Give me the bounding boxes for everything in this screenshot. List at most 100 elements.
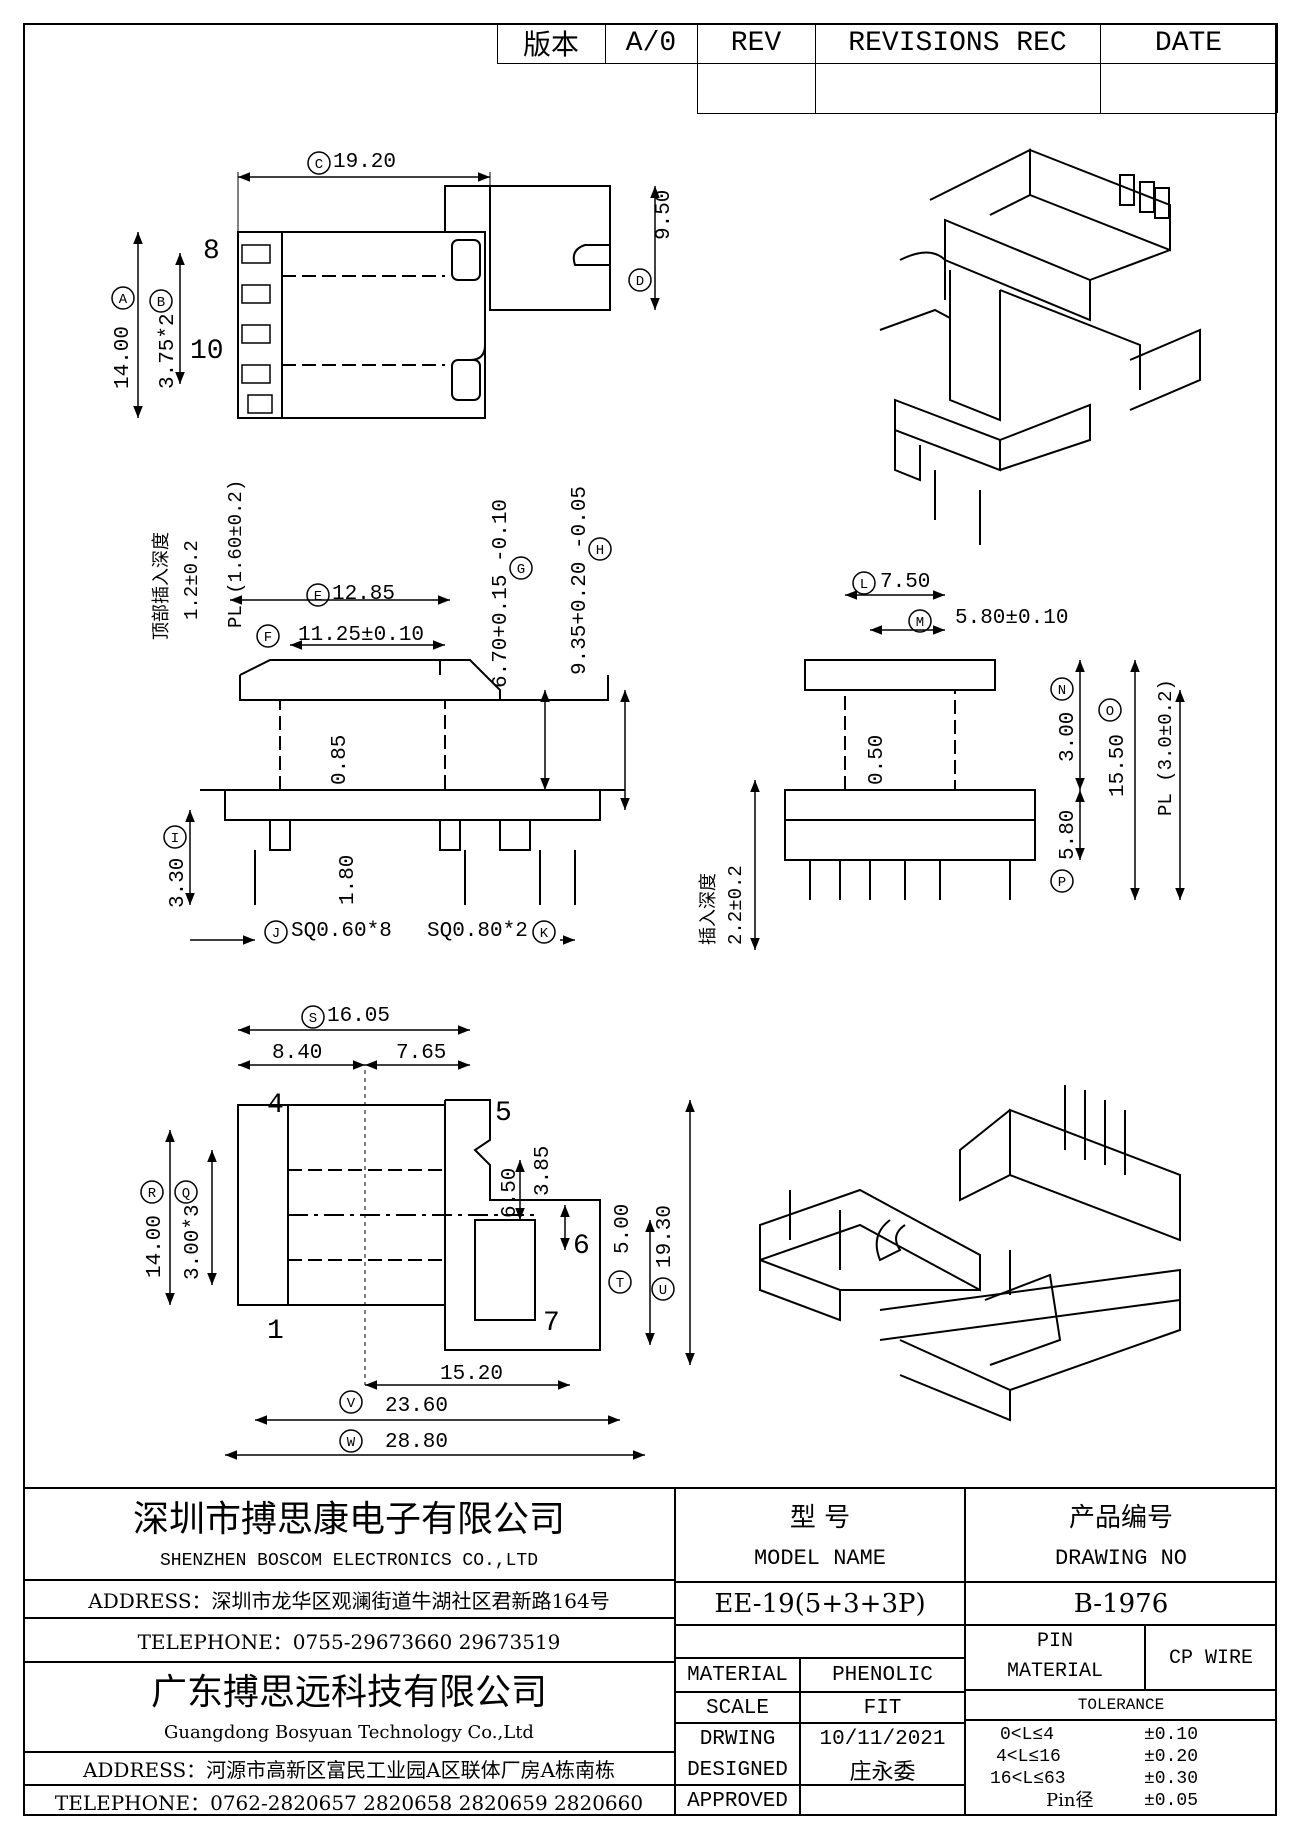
svg-text:E: E <box>314 589 322 605</box>
tolerance-value-3: ±0.30 <box>1144 1769 1199 1789</box>
pin-label-8: 8 <box>203 236 220 267</box>
dim-w-value: 28.80 <box>385 1431 449 1454</box>
top-insert-depth-label: 顶部插入深度 <box>151 532 172 640</box>
dimension-markers <box>111 151 1122 1453</box>
dim-c-value: 19.20 <box>333 151 397 174</box>
dim-a-value: 14.00 <box>112 325 135 389</box>
pin-label-1: 1 <box>267 1316 284 1347</box>
dim-b-value: 3.75*2 <box>157 313 180 389</box>
dim-u-value: 19.30 <box>654 1204 677 1268</box>
version-value: A/0 <box>625 27 677 59</box>
tolerance-range-2: 4<L≤16 <box>996 1747 1061 1767</box>
dim-e-value: 12.85 <box>332 583 396 606</box>
dim-pl-1-60: PL (1.60±0.2) <box>225 479 247 628</box>
dim-pl-3-0: PL (3.0±0.2) <box>1155 679 1177 816</box>
dim-r-value: 14.00 <box>144 1214 167 1278</box>
pin-material-label-2: MATERIAL <box>1006 1659 1103 1683</box>
side-view-left <box>185 595 630 945</box>
company1-name-en: SHENZHEN BOSCOM ELECTRONICS CO.,LTD <box>159 1550 539 1571</box>
svg-text:P: P <box>1058 875 1066 891</box>
dim-s-value: 16.05 <box>327 1005 391 1028</box>
svg-text:A: A <box>119 292 128 308</box>
pin-label-5: 5 <box>495 1098 512 1129</box>
scale-label: SCALE <box>705 1696 769 1720</box>
dim-q-value: 3.00*3 <box>182 1204 205 1280</box>
svg-text:W: W <box>347 1435 356 1451</box>
bottom-view <box>165 1025 695 1460</box>
svg-text:B: B <box>157 295 165 311</box>
title-block-grid <box>23 1487 1277 1816</box>
designed-value: 庄永委 <box>849 1760 916 1785</box>
date-label: DATE <box>1154 27 1223 59</box>
top-view <box>133 172 660 419</box>
approved-value <box>800 1786 965 1816</box>
dim-o-value: 15.50 <box>1107 733 1130 797</box>
tolerance-value-1: ±0.10 <box>1144 1725 1199 1745</box>
dim-d-value: 9.50 <box>653 189 676 240</box>
pin-label-7: 7 <box>543 1308 560 1339</box>
address-1: ADDRESS：深圳市龙华区观澜街道牛湖社区君新路164号 <box>88 1588 610 1613</box>
company2-name-en: Guangdong Bosyuan Technology Co.,Ltd <box>164 1722 534 1743</box>
pin-material-value: CP WIRE <box>1168 1646 1253 1670</box>
drawing-date: 10/11/2021 <box>819 1727 946 1751</box>
dim-v-value: 23.60 <box>385 1395 449 1418</box>
pin-label-6: 6 <box>573 1231 590 1262</box>
side-view-right <box>750 590 1185 950</box>
dim-j-value: SQ0.60*8 <box>291 920 392 943</box>
version-label: 版本 <box>522 28 579 61</box>
company2-name-cn: 广东搏思远科技有限公司 <box>150 1672 547 1713</box>
model-label-en: MODEL NAME <box>753 1545 887 1571</box>
svg-text:T: T <box>616 1276 624 1292</box>
svg-text:F: F <box>264 630 272 646</box>
telephone-2: TELEPHONE：0762-2820657 2820658 2820659 2… <box>54 1790 644 1815</box>
dim-11-25-value: 11.25±0.10 <box>298 624 425 647</box>
drawing-no-value: B-1976 <box>1073 1589 1169 1619</box>
svg-text:J: J <box>272 926 280 942</box>
tolerance-value-4: ±0.05 <box>1144 1791 1199 1811</box>
rev-label: REV <box>730 27 782 59</box>
drawing-frame <box>23 23 1277 1816</box>
address-2: ADDRESS：河源市高新区富民工业园A区联体厂房A栋南栋 <box>82 1758 616 1782</box>
dim-m-value: 5.80±0.10 <box>955 607 1069 630</box>
dim-h-value: 9.35+0.20 -0.05 <box>569 485 592 675</box>
dim-5-80-value: 5.80 <box>1057 809 1080 860</box>
dim-15-20-value: 15.20 <box>440 1363 504 1386</box>
svg-text:K: K <box>540 926 549 942</box>
svg-text:Q: Q <box>182 1186 190 1202</box>
drawing-label: DRWING <box>699 1727 776 1751</box>
pin-label-4: 4 <box>267 1090 284 1121</box>
telephone-1: TELEPHONE：0755-29673660 29673519 <box>137 1629 561 1654</box>
pin-material-label-1: PIN <box>1036 1629 1073 1653</box>
dim-t-value: 5.00 <box>612 1203 635 1254</box>
dim-6-50-value: 6.50 <box>499 1167 522 1218</box>
dim-0-50-value: 0.50 <box>866 734 889 785</box>
svg-text:S: S <box>309 1011 317 1027</box>
svg-text:H: H <box>596 543 604 559</box>
designed-label: DESIGNED <box>687 1758 788 1782</box>
dim-0-85-value: 0.85 <box>329 734 352 785</box>
company1-name-cn: 深圳市搏思康电子有限公司 <box>132 1499 565 1540</box>
pin-label-10: 10 <box>190 336 224 367</box>
dim-8-40-value: 8.40 <box>272 1042 323 1065</box>
isometric-view-top <box>879 148 1201 545</box>
dim-1-80-value: 1.80 <box>337 854 360 905</box>
svg-text:U: U <box>659 1283 667 1299</box>
svg-text:N: N <box>1058 683 1066 699</box>
dim-1-2-value: 1.2±0.2 <box>181 540 203 620</box>
svg-text:D: D <box>636 274 644 290</box>
svg-text:I: I <box>171 831 179 847</box>
dim-l-value: 7.50 <box>880 571 931 594</box>
dim-i-value: 3.30 <box>167 857 190 908</box>
tolerance-value-2: ±0.20 <box>1144 1747 1199 1767</box>
dim-g-value: 6.70+0.15 -0.10 <box>490 498 513 688</box>
scale-value: FIT <box>863 1696 902 1720</box>
drawing-no-label-cn: 产品编号 <box>1068 1502 1173 1533</box>
tolerance-range-1: 0<L≤4 <box>1000 1725 1055 1745</box>
svg-text:R: R <box>148 1186 157 1202</box>
svg-text:V: V <box>347 1396 356 1412</box>
dim-2-2-value: 2.2±0.2 <box>725 865 747 945</box>
tolerance-range-4: Pin径 <box>1046 1790 1094 1811</box>
tolerance-range-3: 16<L≤63 <box>990 1769 1066 1789</box>
model-label-cn: 型 号 <box>789 1502 851 1533</box>
